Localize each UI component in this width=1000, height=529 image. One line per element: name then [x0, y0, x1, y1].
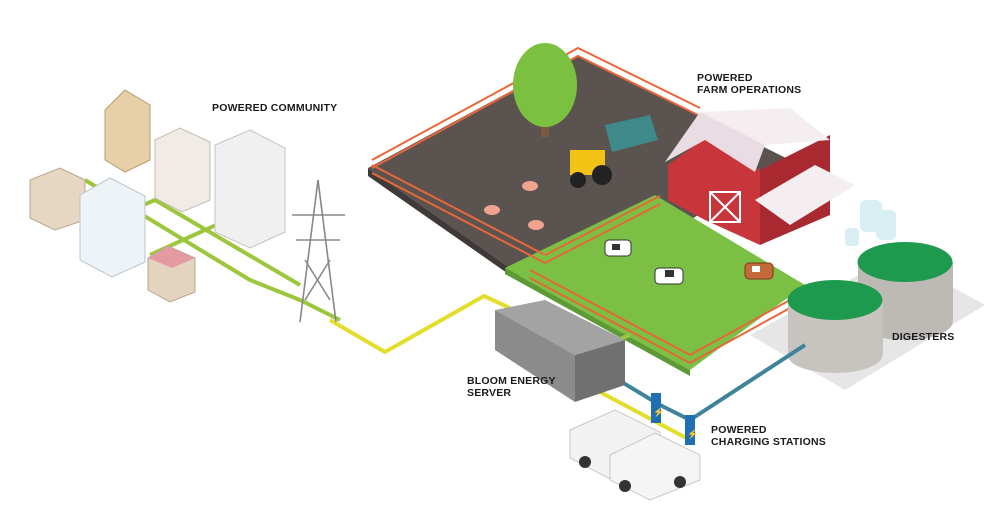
pasture [505, 195, 805, 370]
power-line-green [83, 178, 341, 322]
power-line-yellow [599, 390, 691, 442]
pasture-side [505, 268, 690, 376]
digester-tank [857, 242, 953, 340]
farm-dirt-side [368, 168, 520, 282]
building [214, 129, 286, 249]
building [79, 177, 146, 278]
cow-icon [744, 262, 774, 280]
bloom-energy-server-icon [495, 300, 625, 402]
label-line: CHARGING STATIONS [711, 436, 827, 448]
label-line: FARM OPERATIONS [697, 84, 802, 96]
pig-icon [484, 205, 500, 215]
label-powered-community: POWERED COMMUNITY [212, 102, 338, 114]
label-bloom-energy-server: BLOOM ENERGY SERVER [467, 375, 556, 399]
label-line: BLOOM ENERGY [467, 375, 556, 387]
building [147, 245, 196, 303]
label-powered-charging-stations: POWERED CHARGING STATIONS [711, 424, 826, 448]
label-digesters: DIGESTERS [892, 331, 955, 343]
cow-icon [654, 267, 684, 285]
building [104, 89, 151, 173]
charging-station-icon: ⚡ [651, 393, 664, 423]
label-line: SERVER [467, 387, 512, 399]
digester-tank [787, 280, 883, 373]
pig-icon [528, 220, 544, 230]
building [29, 167, 86, 231]
label-powered-farm-operations: POWERED FARM OPERATIONS [697, 72, 801, 96]
cow-icon [604, 239, 632, 257]
transmission-tower-icon [292, 179, 345, 323]
barn-icon [665, 108, 855, 245]
label-line: POWERED [711, 424, 767, 436]
svg-text:⚡: ⚡ [653, 406, 664, 418]
charging-station-icon: ⚡ [685, 415, 698, 445]
van-icon [609, 432, 701, 501]
tractor-icon [570, 115, 658, 188]
fence [371, 46, 791, 365]
label-line: POWERED [697, 72, 753, 84]
gas-line-blue [613, 343, 807, 422]
silo-tanks [845, 200, 896, 246]
building [154, 127, 211, 213]
power-line-yellow [328, 294, 511, 354]
svg-text:⚡: ⚡ [687, 428, 698, 440]
tree-icon [513, 43, 577, 127]
pig-icon [522, 181, 538, 191]
